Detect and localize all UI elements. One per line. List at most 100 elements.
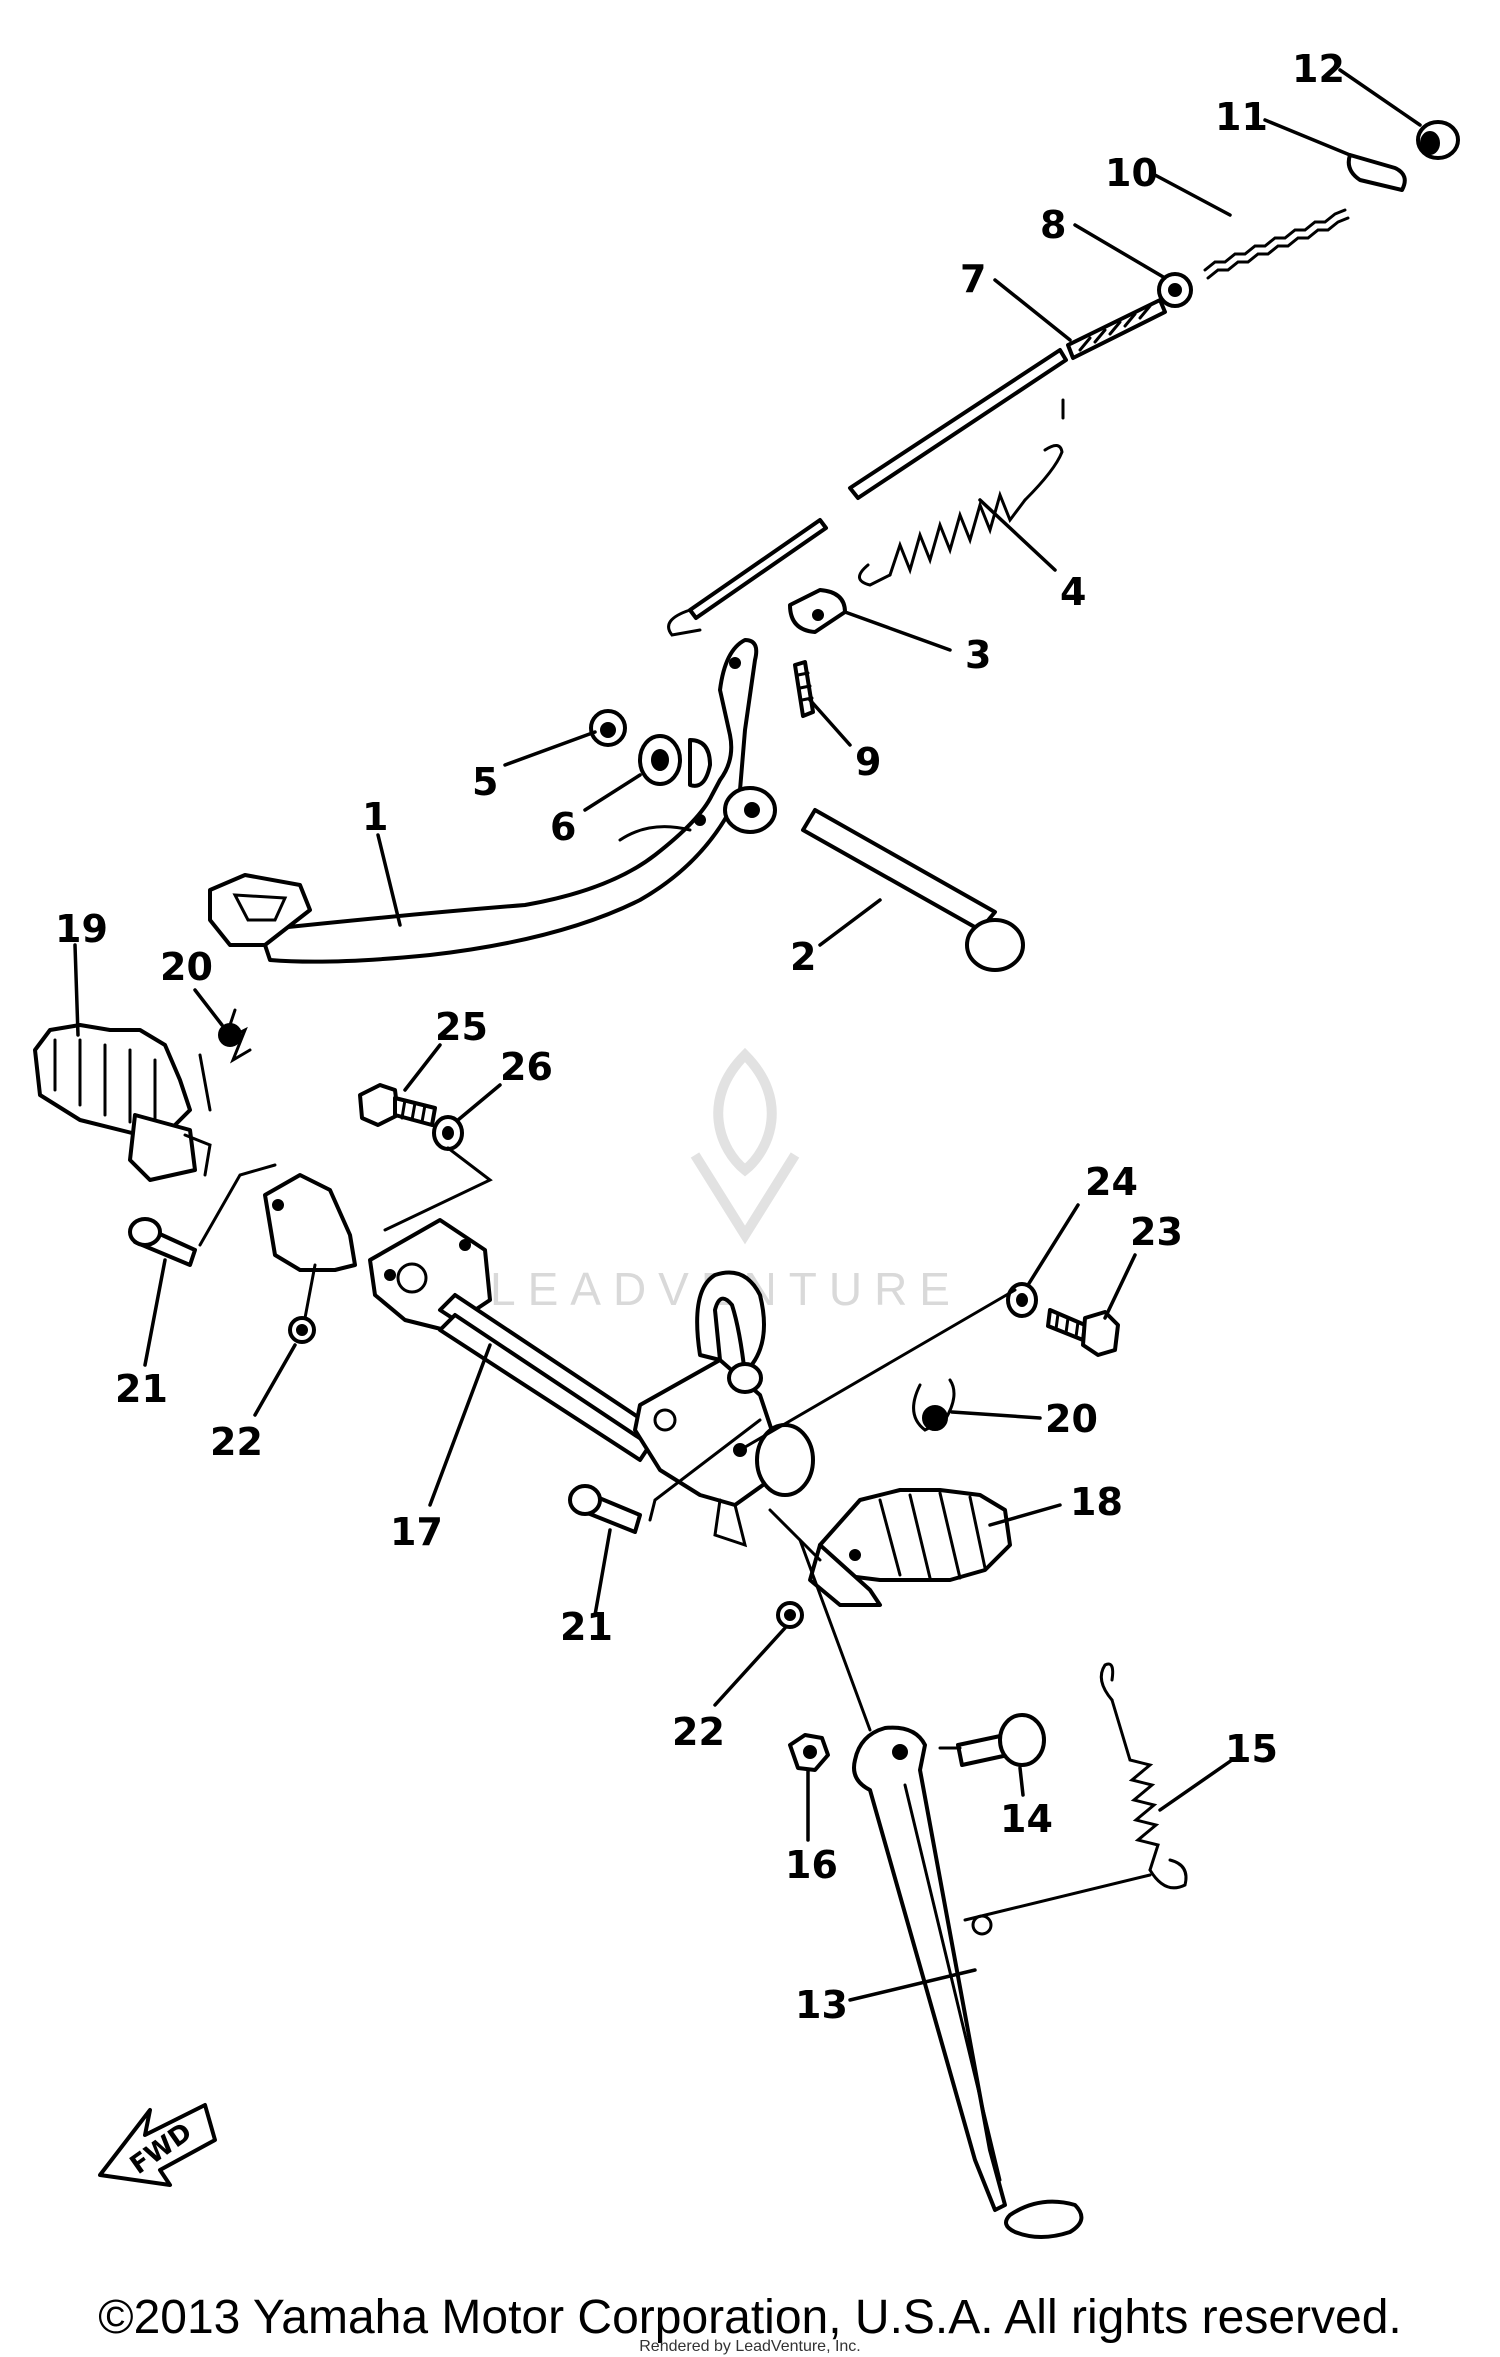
watermark-flame-icon [713, 1047, 777, 1177]
leader-22b [713, 1626, 787, 1707]
leader-18 [988, 1503, 1062, 1527]
leader-2 [818, 898, 882, 947]
leader-21b [593, 1528, 612, 1617]
part-11-joint [1346, 153, 1407, 192]
leader-3 [843, 610, 952, 652]
rendered-by-text: Rendered by LeadVenture, Inc. [639, 2338, 861, 2355]
part-15-spring [1099, 1662, 1188, 1890]
callout-16: 16 [785, 1843, 838, 1887]
part-3-clip [788, 588, 847, 634]
alignment-line-pin-21a [198, 1163, 277, 1247]
callout-13: 13 [795, 1983, 848, 2027]
part-12-cap [1416, 120, 1460, 160]
part-13-side-stand [852, 1725, 1084, 2239]
callout-1: 1 [362, 795, 388, 839]
part-7-rod [667, 298, 1167, 637]
part-22a-nut [288, 1316, 316, 1344]
callout-25: 25 [435, 1005, 488, 1049]
alignment-line-spring-20a [198, 1053, 212, 1112]
part-25-bolt [358, 1083, 437, 1127]
leader-15 [1158, 1758, 1234, 1812]
alignment-line-spring [963, 1873, 1152, 1922]
leader-23 [1103, 1253, 1137, 1320]
part-20b-spring [912, 1378, 956, 1432]
leader-9 [808, 698, 852, 747]
leader-10 [1153, 173, 1232, 217]
leader-6 [583, 773, 642, 812]
part-10-spring [1203, 208, 1350, 280]
callout-18: 18 [1070, 1480, 1123, 1524]
part-14-bolt [956, 1713, 1046, 1767]
part-21a-pin [128, 1217, 197, 1267]
alignment-line-pin [648, 1418, 762, 1522]
callout-23: 23 [1130, 1210, 1183, 1254]
part-20a-spring [218, 1008, 252, 1064]
leader-lines [73, 68, 1422, 2002]
leader-26 [456, 1083, 502, 1122]
callout-8: 8 [1040, 203, 1066, 247]
callout-24: 24 [1085, 1160, 1138, 1204]
callout-21a: 21 [115, 1367, 168, 1411]
leader-19 [73, 943, 80, 1037]
part-18-right-footrest [808, 1488, 1012, 1607]
leader-21a [143, 1258, 167, 1367]
alignment-line-footrest [768, 1508, 822, 1562]
part-1-brake-pedal [208, 638, 777, 964]
part-22b-nut [776, 1601, 804, 1629]
leader-20b [950, 1410, 1042, 1420]
leader-13 [848, 1968, 977, 2002]
callout-3: 3 [965, 633, 991, 677]
part-6-washer [638, 734, 682, 786]
callout-21b: 21 [560, 1605, 613, 1649]
callout-26: 26 [500, 1045, 553, 1089]
leader-8 [1073, 223, 1167, 280]
alignment-line-bolt [738, 1288, 1017, 1452]
part-4-spring [858, 444, 1064, 587]
fwd-arrow-icon: FWD [98, 2103, 217, 2187]
callout-22a: 22 [210, 1420, 263, 1464]
leader-11 [1263, 118, 1352, 157]
copyright-text: ©2013 Yamaha Motor Corporation, U.S.A. A… [98, 2291, 1402, 2344]
callout-9: 9 [855, 740, 881, 784]
part-19-left-footrest [33, 1023, 212, 1182]
leader-1 [376, 833, 402, 927]
callout-15: 15 [1225, 1727, 1278, 1771]
leader-4 [978, 498, 1057, 572]
leader-24 [1026, 1203, 1080, 1287]
part-5-washer [589, 709, 627, 747]
callout-14: 14 [1000, 1797, 1053, 1841]
callout-labels: 12 11 10 8 7 4 3 9 5 6 1 2 19 20 25 26 2… [55, 47, 1345, 2027]
alignment-line-nut-22a [303, 1263, 317, 1320]
leader-17 [428, 1343, 492, 1507]
alignment-line-stand [798, 1538, 872, 1732]
alignment-line-washer-26 [383, 1146, 493, 1232]
part-26-washer [432, 1115, 464, 1151]
callout-11: 11 [1215, 95, 1268, 139]
watermark-chevron-icon [690, 1152, 800, 1245]
leader-5 [503, 730, 597, 767]
part-16-nut [788, 1733, 830, 1772]
leader-14 [1018, 1766, 1025, 1797]
leader-25 [403, 1043, 442, 1092]
callout-22b: 22 [672, 1710, 725, 1754]
callout-17: 17 [390, 1510, 443, 1554]
callout-12: 12 [1292, 47, 1345, 91]
leader-12 [1338, 68, 1422, 127]
leader-20a [193, 988, 224, 1027]
leader-22a [253, 1343, 297, 1417]
callout-20a: 20 [160, 945, 213, 989]
part-23-bolt [1046, 1308, 1120, 1357]
part-21b-pin [568, 1484, 642, 1534]
callout-10: 10 [1105, 151, 1158, 195]
part-24-washer [1006, 1282, 1038, 1318]
callout-5: 5 [472, 760, 498, 804]
callout-2: 2 [790, 935, 816, 979]
callout-7: 7 [960, 257, 986, 301]
part-9-pin [793, 660, 815, 718]
callout-4: 4 [1060, 570, 1086, 614]
part-2-pivot-pin [801, 808, 1025, 972]
part-17-footrest-bar [263, 1173, 815, 1548]
callout-6: 6 [550, 805, 576, 849]
leader-7 [993, 278, 1072, 342]
